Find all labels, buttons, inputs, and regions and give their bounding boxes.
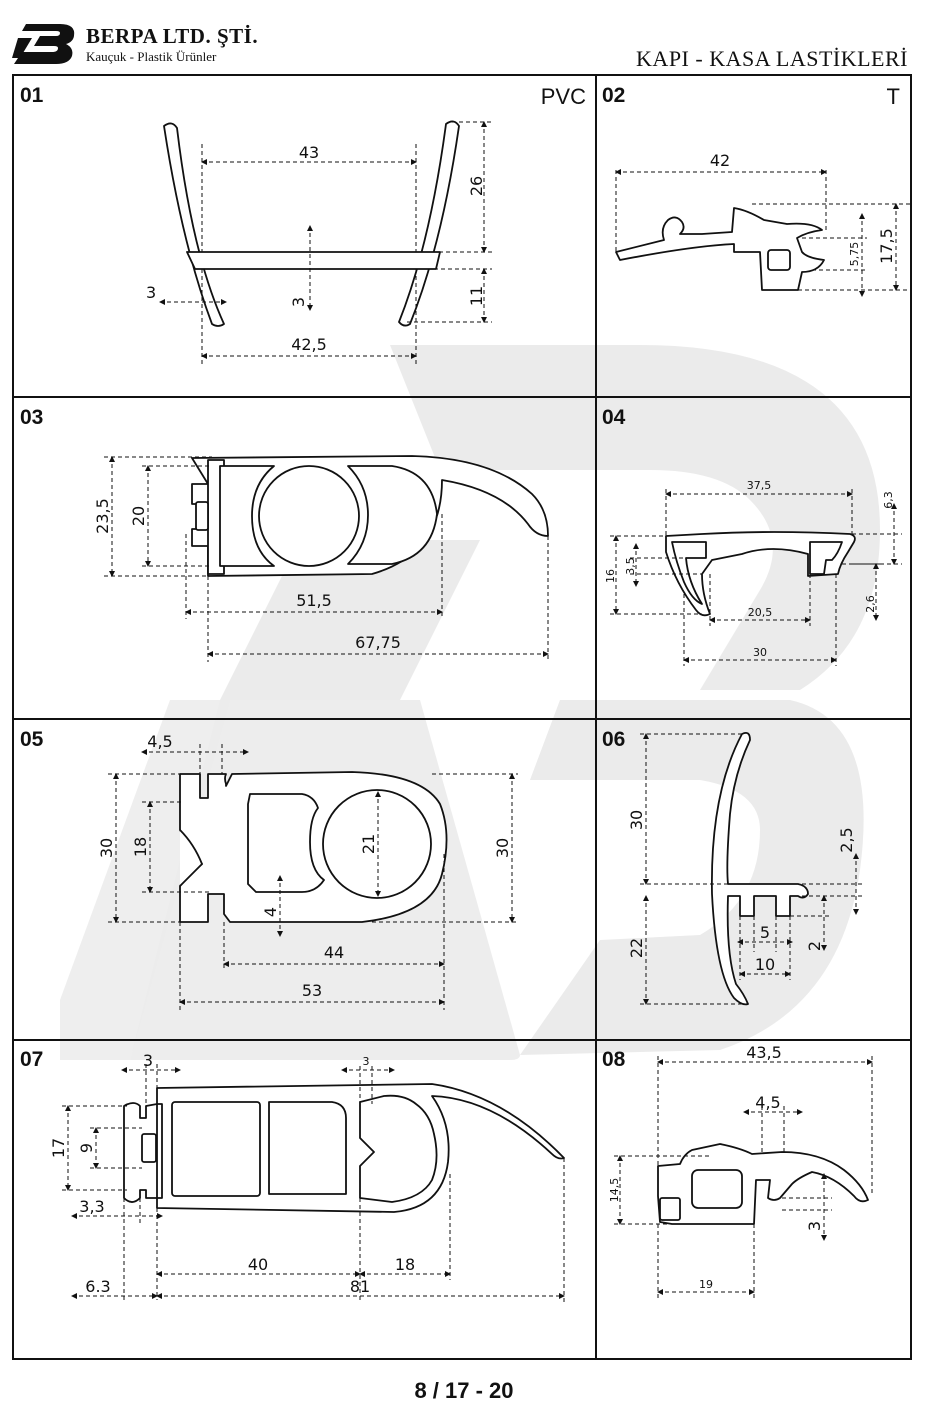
document-title: KAPI - KASA LASTİKLERİ (636, 46, 908, 71)
panel-id: 06 (602, 728, 625, 751)
dim-label: 6,3 (882, 491, 895, 509)
dim-label: 5 (760, 923, 770, 942)
dim-label: 3 (363, 1055, 370, 1068)
dim-label: 81 (350, 1277, 370, 1296)
dim-label: 4,5 (147, 732, 172, 751)
dim-label: 2 (805, 941, 824, 951)
panel-01: 01 PVC 43 26 3 3 11 42,5 (20, 84, 586, 364)
panel-id: 08 (602, 1048, 626, 1071)
dim-label: 20 (129, 506, 148, 526)
dim-label: 37,5 (747, 479, 772, 492)
panel-id: 04 (602, 406, 626, 429)
profile-06-drawing (710, 731, 809, 1006)
dim-label: 18 (395, 1255, 415, 1274)
product-grid: .frame { fill:none; stroke:#111; stroke-… (12, 74, 912, 1360)
dim-label: 2,5 (837, 827, 856, 852)
profile-05-drawing (179, 771, 448, 923)
dim-label: 17,5 (877, 228, 896, 264)
dim-label: 3,5 (624, 557, 637, 575)
dim-label: 53 (302, 981, 322, 1000)
dim-label: 3 (143, 1051, 153, 1070)
dim-label: 42 (710, 151, 730, 170)
dim-label: 26 (467, 176, 486, 196)
dim-label: 67,75 (355, 633, 401, 652)
profile-02-drawing (615, 207, 825, 291)
dim-label: 4 (261, 907, 280, 917)
dim-label: 19 (699, 1278, 713, 1291)
dim-label: 17 (49, 1138, 68, 1158)
dim-label: 2,6 (864, 595, 877, 613)
profile-07-drawing (123, 1083, 565, 1213)
dim-label: 11 (467, 286, 486, 306)
dim-label: 6.3 (85, 1277, 110, 1296)
dim-label: 51,5 (296, 591, 332, 610)
panel-03: 03 23,5 20 51,5 67,75 (20, 406, 549, 662)
dim-label: 20,5 (748, 606, 773, 619)
panel-04: 04 37,5 6,3 16 3,5 20,5 2,6 30 (602, 406, 902, 666)
material-label: T (887, 84, 900, 109)
dim-label: 3 (805, 1221, 824, 1231)
panel-02: 02 T 42 5,75 17,5 (602, 84, 912, 297)
dim-label: 30 (97, 838, 116, 858)
dim-label: 9 (77, 1143, 96, 1153)
dim-label: 43,5 (746, 1043, 782, 1062)
panel-id: 02 (602, 84, 625, 107)
dim-label: 30 (627, 810, 646, 830)
dim-label: 4,5 (755, 1093, 780, 1112)
page-number: 8 / 17 - 20 (414, 1378, 514, 1403)
dim-label: 16 (604, 569, 617, 583)
dim-label: 42,5 (291, 335, 327, 354)
company-subtitle: Kauçuk - Plastik Ürünler (86, 49, 217, 64)
dim-label: 44 (324, 943, 344, 962)
panel-id: 07 (20, 1048, 43, 1071)
profile-01-drawing (163, 120, 460, 327)
dim-label: 43 (299, 143, 319, 162)
dim-label: 3 (289, 297, 308, 307)
panel-id: 05 (20, 728, 44, 751)
page-header: BERPA LTD. ŞTİ. Kauçuk - Plastik Ürünler… (0, 0, 928, 74)
profile-03-drawing (191, 455, 549, 577)
dim-label: 23,5 (93, 498, 112, 534)
dim-label: 21 (359, 834, 378, 854)
dim-label: 3 (146, 283, 156, 302)
material-label: PVC (541, 84, 586, 109)
dim-label: 14,5 (608, 1178, 621, 1203)
panel-06: 06 30 2,5 22 5 2 10 (602, 728, 862, 1006)
dim-label: 40 (248, 1255, 268, 1274)
dim-label: 3,3 (79, 1197, 104, 1216)
panel-id: 03 (20, 406, 43, 429)
dim-label: 30 (493, 838, 512, 858)
panel-07: 07 3 3 17 9 3,3 40 1 (20, 1048, 565, 1302)
dim-label: 22 (627, 938, 646, 958)
dim-label: 18 (131, 837, 150, 857)
panel-05: 05 4,5 30 18 21 30 4 44 53 (20, 728, 518, 1010)
panel-id: 01 (20, 84, 44, 107)
company-name: BERPA LTD. ŞTİ. (86, 24, 259, 48)
profile-08-drawing (657, 1143, 869, 1225)
panel-08: 08 43,5 4,5 14,5 3 19 (602, 1043, 873, 1298)
dim-label: 30 (753, 646, 767, 659)
dim-label: 5,75 (848, 242, 861, 267)
dim-label: 10 (755, 955, 775, 974)
berpa-logo-icon (12, 24, 75, 64)
